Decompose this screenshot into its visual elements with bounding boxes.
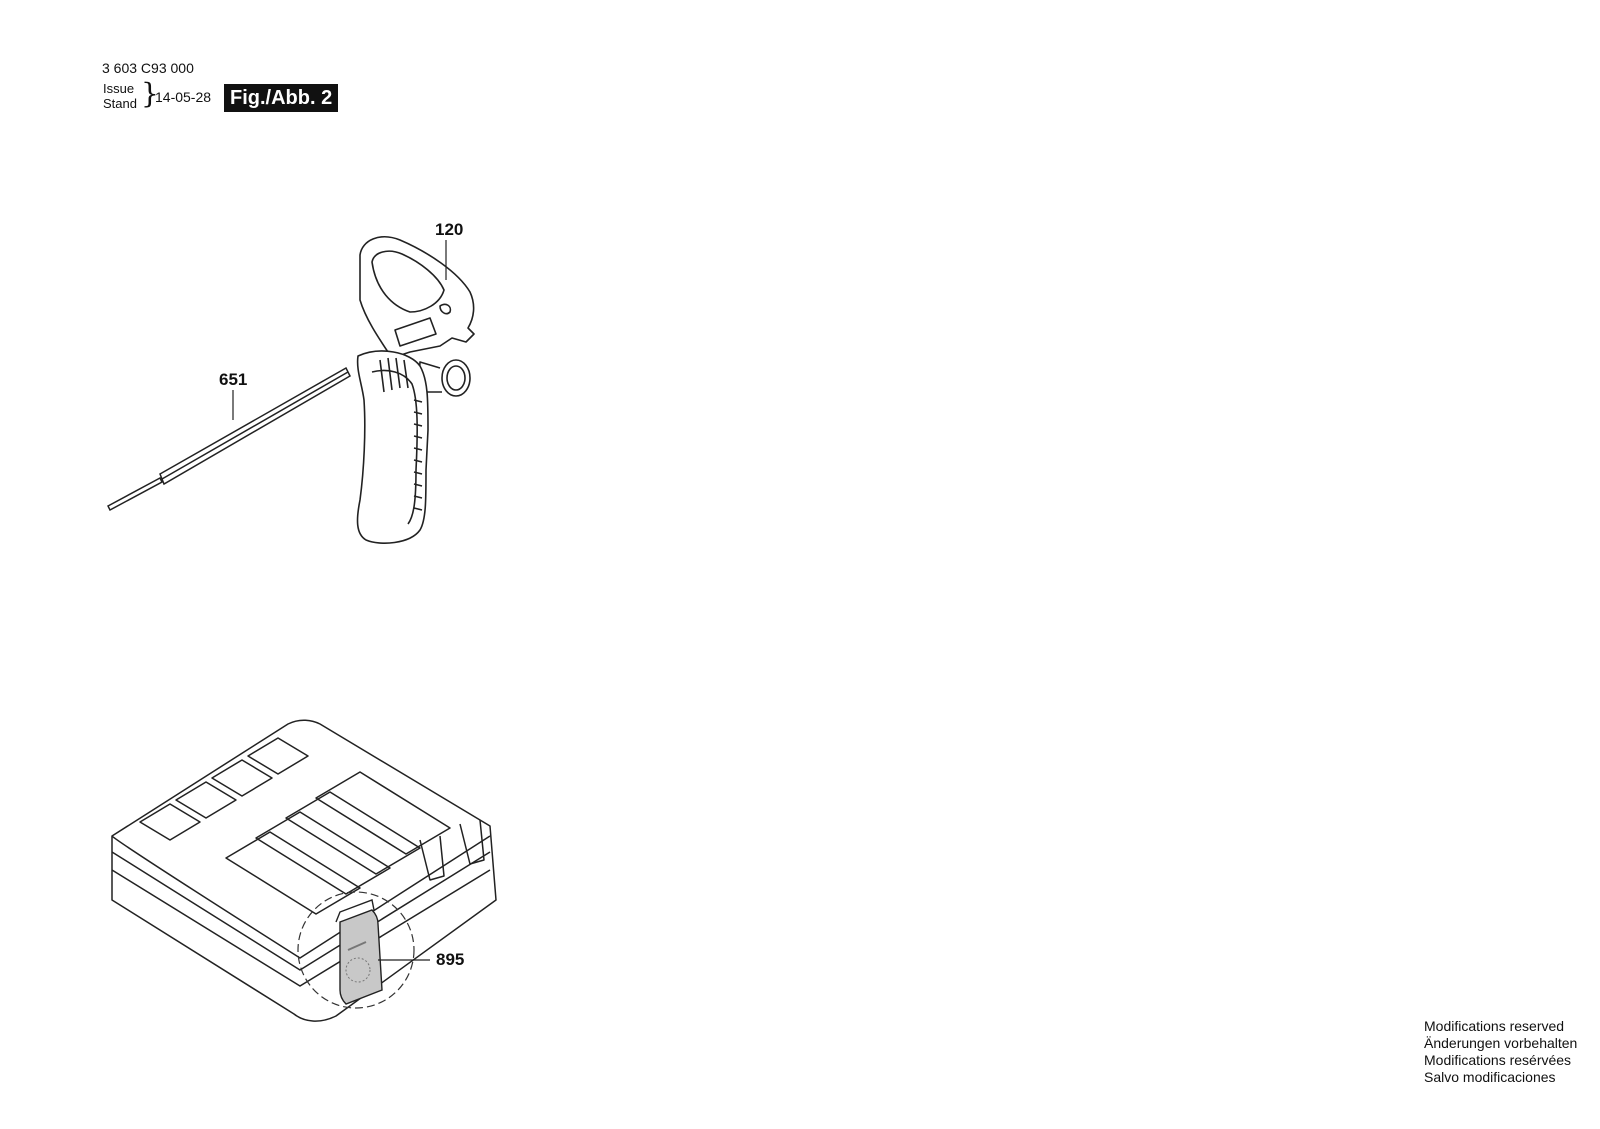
carrying-case-icon bbox=[111, 719, 497, 1022]
part-number-651: 651 bbox=[219, 370, 248, 389]
document-number: 3 603 C93 000 bbox=[102, 60, 194, 76]
auxiliary-handle-icon bbox=[356, 236, 475, 544]
notice-line-fr: Modifications resérvées bbox=[1424, 1052, 1572, 1068]
figure-badge: Fig./Abb. 2 bbox=[224, 84, 339, 112]
modifications-notice: Modifications reserved Änderungen vorbeh… bbox=[1424, 1018, 1577, 1086]
depth-stop-rod-icon bbox=[107, 366, 351, 512]
issue-date: 14-05-28 bbox=[155, 89, 212, 105]
part-number-120: 120 bbox=[435, 220, 464, 239]
notice-line-de: Änderungen vorbehalten bbox=[1424, 1035, 1578, 1051]
notice-line-es: Salvo modificaciones bbox=[1424, 1069, 1556, 1085]
case-label-icon bbox=[297, 891, 415, 1009]
notice-line-en: Modifications reserved bbox=[1424, 1018, 1565, 1034]
issue-label: Issue bbox=[103, 81, 135, 96]
stand-label: Stand bbox=[103, 96, 137, 111]
part-number-895: 895 bbox=[436, 950, 465, 969]
document-header: 3 603 C93 000 Issue Stand } 14-05-28 Fig… bbox=[0, 0, 400, 120]
brace-icon: } bbox=[141, 77, 159, 110]
